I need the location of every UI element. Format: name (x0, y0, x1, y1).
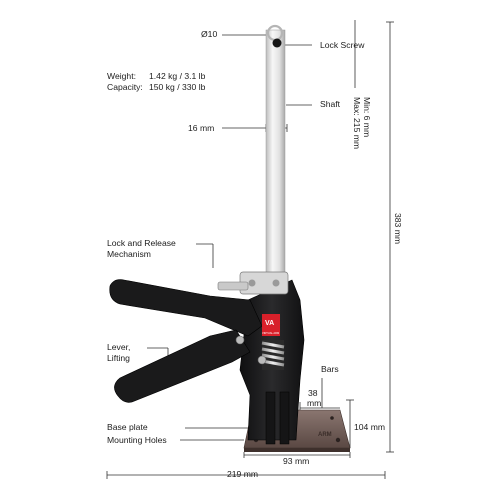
shaft-width-label: 16 mm (188, 123, 215, 133)
weight-value: 1.42 kg / 3.1 lb (149, 71, 206, 81)
max-lift-label: Max: 215 mm (352, 97, 362, 150)
lock-release-label-line1: Lock and Release (107, 238, 176, 248)
lower-lever (114, 329, 251, 403)
lock-release-mechanism (217, 271, 289, 295)
min-lift-label: Min: 6 mm (362, 97, 372, 138)
capacity-label: Capacity: (107, 82, 143, 92)
mounting-holes-label: Mounting Holes (107, 435, 167, 445)
brand-badge (262, 314, 280, 336)
dimension-lines (106, 20, 394, 479)
brand-badge-text: VA (265, 320, 275, 327)
bar-height-unit: mm (307, 398, 322, 408)
base-height-label: 104 mm (354, 422, 386, 432)
lever-label-line1: Lever, (107, 342, 131, 352)
diameter-label: Ø10 (201, 29, 218, 39)
mounting-hole (330, 416, 334, 420)
shaft (265, 29, 286, 281)
base-width-label: 93 mm (283, 456, 310, 466)
capacity-value: 150 kg / 330 lb (149, 82, 206, 92)
weight-label: Weight: (107, 71, 136, 81)
shaft-label: Shaft (320, 99, 341, 109)
lever-label-line2: Lifting (107, 353, 130, 363)
base-plate-label: Base plate (107, 422, 148, 432)
bar (265, 391, 276, 445)
total-width-label: 219 mm (227, 469, 259, 479)
bars-label: Bars (321, 364, 339, 374)
bar-height-value: 38 (308, 388, 318, 398)
base-marking: ARM (318, 432, 332, 438)
bar (279, 391, 290, 445)
lock-screw-label: Lock Screw (320, 40, 365, 50)
spring (235, 335, 285, 370)
lock-release-label-line2: Mechanism (107, 249, 151, 259)
brand-badge-subtext: VIRTUAL ARM (262, 332, 280, 335)
lock-screw (272, 38, 282, 48)
total-height-label: 383 mm (393, 213, 403, 245)
mounting-hole (335, 437, 341, 443)
